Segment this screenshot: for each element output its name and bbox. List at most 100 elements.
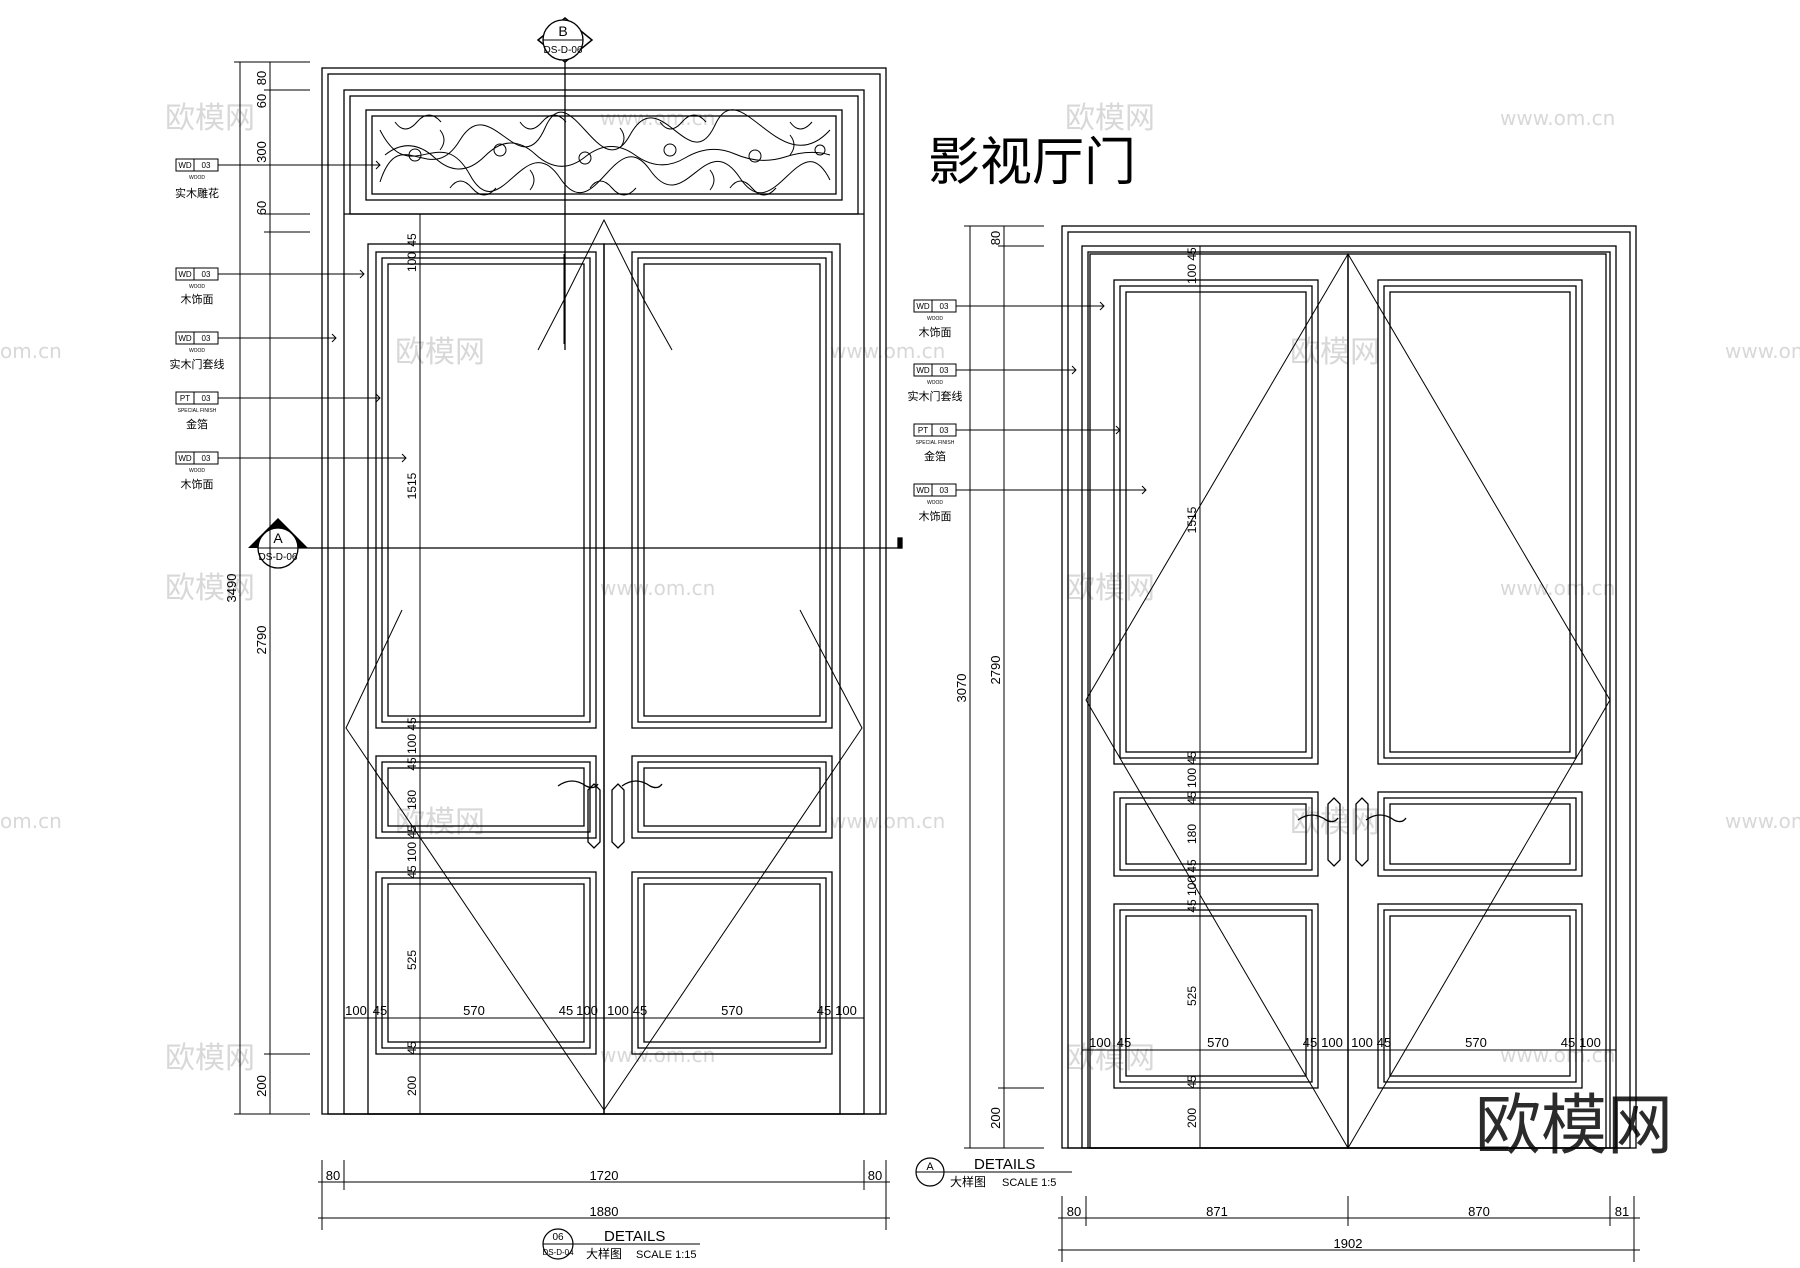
detail-caption-06: 06 DS-D-04 DETAILS 大样图 SCALE 1:15 (542, 1228, 700, 1261)
vertical-dimensions-06 (234, 61, 421, 1115)
watermark-url: www.om.cn (1500, 106, 1615, 130)
svg-text:80: 80 (326, 1168, 340, 1183)
watermark-logo: 欧模网 (395, 335, 485, 370)
svg-text:45: 45 (405, 825, 419, 839)
watermark-url: www.om.cn (600, 1043, 715, 1067)
door-handle-left (557, 780, 601, 849)
middle-panel-left (1113, 791, 1319, 877)
door-leaf-right (1347, 253, 1607, 1149)
svg-text:200: 200 (254, 1075, 269, 1097)
svg-text:60: 60 (254, 201, 269, 215)
inner-dimension-labels-06: 45 100 1515 45 100 45 180 45 100 45 525 … (405, 233, 419, 1096)
svg-text:WD: WD (178, 161, 192, 170)
svg-text:100: 100 (1321, 1035, 1343, 1050)
svg-text:实木门套线: 实木门套线 (170, 357, 225, 371)
watermark-logo: 欧模网 (1290, 805, 1380, 840)
svg-text:PT: PT (180, 394, 190, 403)
svg-text:03: 03 (940, 426, 949, 435)
svg-text:45: 45 (405, 717, 419, 731)
watermark-logo: 欧模网 (165, 571, 255, 606)
vertical-dimensions-a (964, 225, 1201, 1149)
carved-lattice-pattern (379, 109, 831, 196)
svg-text:金箔: 金箔 (924, 449, 946, 463)
material-callout: WD 03 WOOD 实木门套线 (170, 331, 337, 371)
svg-text:45: 45 (559, 1003, 573, 1018)
material-callout: WD 03 WOOD 木饰面 (913, 299, 1105, 339)
lower-panel-right (1377, 903, 1583, 1089)
watermark-logo: 欧模网 (165, 101, 255, 136)
svg-text:1515: 1515 (405, 472, 419, 499)
svg-text:45: 45 (633, 1003, 647, 1018)
door-handle-right (611, 780, 663, 849)
watermark-logo: 欧模网 (1065, 101, 1155, 136)
svg-text:WOOD: WOOD (927, 500, 943, 506)
svg-text:木饰面: 木饰面 (919, 509, 952, 523)
watermark-url: www.om.cn (830, 339, 945, 363)
door-handle-right (1355, 797, 1407, 867)
svg-text:100: 100 (1185, 876, 1199, 896)
svg-text:A: A (926, 1161, 934, 1173)
width-dimension-a: 100 45 570 45 100 100 45 570 45 100 (1082, 1035, 1616, 1051)
material-callouts-06: WD 03 WOOD 实木雕花 WD 03 WOOD 木饰面 WD 03 WOO… (170, 158, 407, 491)
svg-text:SPECIAL FINISH: SPECIAL FINISH (178, 408, 217, 414)
svg-text:PT: PT (918, 426, 928, 435)
svg-text:2790: 2790 (254, 626, 269, 655)
svg-text:实木门套线: 实木门套线 (908, 389, 963, 403)
svg-text:03: 03 (202, 161, 211, 170)
upper-panel-left (375, 251, 597, 729)
middle-panel-right (1377, 791, 1583, 877)
svg-text:81: 81 (1615, 1204, 1629, 1219)
svg-text:100: 100 (1185, 264, 1199, 284)
svg-text:60: 60 (254, 94, 269, 108)
svg-text:525: 525 (405, 950, 419, 970)
carved-panel-inner (371, 115, 837, 195)
door-elevation-a (1061, 225, 1637, 1149)
svg-text:SCALE 1:15: SCALE 1:15 (636, 1249, 697, 1261)
svg-text:WD: WD (916, 366, 930, 375)
vertical-dimension-labels-06: 80 60 300 60 3490 2790 200 (224, 71, 269, 1097)
material-callout: WD 03 WOOD 实木雕花 (175, 158, 381, 200)
svg-text:WOOD: WOOD (927, 380, 943, 386)
svg-text:525: 525 (1185, 986, 1199, 1006)
svg-text:45: 45 (1117, 1035, 1131, 1050)
svg-text:80: 80 (1067, 1204, 1081, 1219)
material-callout: PT 03 SPECIAL FINISH 金箔 (913, 423, 1121, 463)
svg-text:WD: WD (916, 302, 930, 311)
lower-panel-left (375, 871, 597, 1055)
watermark-url: www.om.cn (1725, 339, 1800, 363)
section-mark-a: A DS-D-06 (248, 518, 308, 569)
svg-text:03: 03 (940, 302, 949, 311)
svg-text:45: 45 (405, 757, 419, 771)
door-leaf-right (603, 243, 841, 1115)
watermark-logo: 欧模网 (1065, 571, 1155, 606)
svg-text:WOOD: WOOD (189, 284, 205, 290)
svg-text:871: 871 (1206, 1204, 1228, 1219)
svg-text:100: 100 (345, 1003, 367, 1018)
svg-text:45: 45 (1185, 859, 1199, 873)
svg-text:100: 100 (405, 252, 419, 272)
svg-text:木饰面: 木饰面 (181, 292, 214, 306)
svg-text:45: 45 (373, 1003, 387, 1018)
watermark-url: www.om.cn (830, 809, 945, 833)
door-handle-left (1297, 797, 1341, 867)
upper-panel-right (631, 251, 833, 729)
carved-panel-frame (365, 109, 843, 201)
svg-text:200: 200 (988, 1107, 1003, 1129)
vertical-dimension-labels-a: 80 3070 2790 200 (954, 231, 1003, 1129)
svg-text:WOOD: WOOD (189, 468, 205, 474)
svg-text:100: 100 (607, 1003, 629, 1018)
watermark-url: om.cn (0, 809, 62, 833)
svg-text:大样图: 大样图 (950, 1174, 986, 1189)
door-swing-lines (1085, 253, 1611, 1149)
svg-text:100: 100 (405, 734, 419, 754)
svg-text:WOOD: WOOD (927, 316, 943, 322)
svg-text:100: 100 (405, 842, 419, 862)
svg-text:03: 03 (940, 366, 949, 375)
svg-text:3490: 3490 (224, 574, 239, 603)
svg-text:45: 45 (817, 1003, 831, 1018)
svg-text:180: 180 (1185, 824, 1199, 844)
svg-text:木饰面: 木饰面 (181, 477, 214, 491)
svg-text:实木雕花: 实木雕花 (175, 186, 219, 200)
svg-text:03: 03 (202, 334, 211, 343)
watermark-url-layer: www.om.cn www.om.cn om.cn www.om.cn www.… (0, 106, 1800, 1067)
